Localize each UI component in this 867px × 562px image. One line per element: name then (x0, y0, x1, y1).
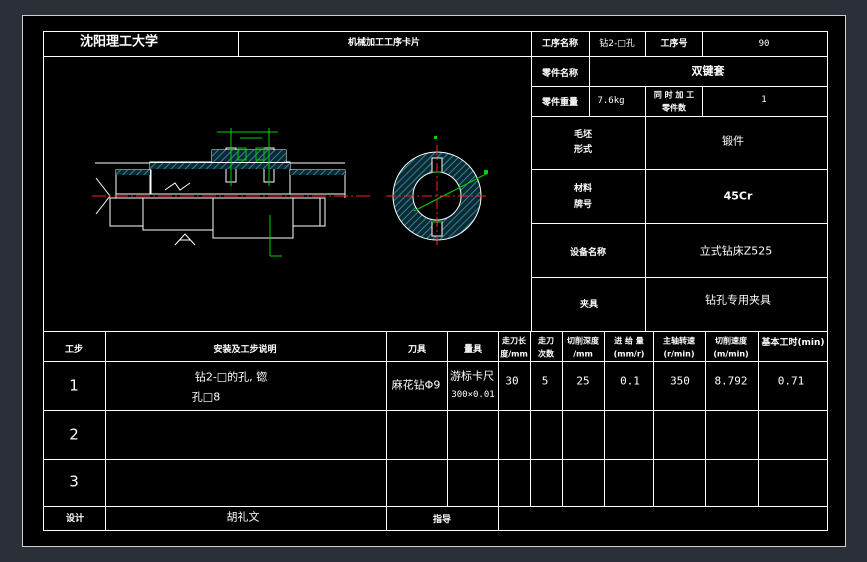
header-desc: 安装及工步说明 (213, 344, 277, 355)
header-passes-1: 走刀 (538, 336, 554, 346)
row-1-step: 1 (69, 376, 79, 395)
row-1-speed: 350 (670, 374, 690, 388)
university-name: 沈阳理工大学 (79, 34, 159, 50)
row-2-step: 2 (69, 425, 79, 444)
simul-label-1: 同 时 加 工 (653, 90, 695, 100)
header-gauge: 量具 (463, 344, 483, 355)
blank-label-2: 形式 (573, 144, 593, 155)
row-1-gauge-2: 300×0.01 (451, 389, 495, 400)
header-vel-2: (m/min) (713, 349, 749, 359)
header-feed-len-2: 度/mm (500, 349, 528, 359)
equipment-value: 立式钻床Z525 (699, 244, 773, 258)
part-weight-label: 零件重量 (541, 97, 579, 108)
row-1-gauge-1: 游标卡尺 (450, 369, 494, 383)
process-no-label: 工序号 (660, 38, 688, 49)
fixture-value: 钻孔专用夹具 (705, 293, 771, 307)
header-speed-2: (r/min) (663, 349, 695, 359)
material-label-1: 材料 (573, 183, 593, 194)
design-value: 胡礼文 (226, 510, 260, 524)
row-1-vel: 8.792 (714, 374, 748, 388)
header-feed-1: 进 给 量 (614, 336, 644, 346)
row-1-tool: 麻花钻Φ9 (391, 378, 441, 392)
row-1-feed-len: 30 (505, 374, 519, 388)
row-1-desc-1: 钻2-□的孔, 锪 (194, 370, 268, 384)
row-1-passes: 5 (541, 374, 549, 388)
simul-value: 1 (761, 94, 767, 105)
header-time: 基本工时(min) (761, 337, 825, 348)
part-name-value: 双键套 (691, 64, 725, 78)
row-1-desc-2: 孔□8 (191, 390, 221, 404)
material-label-2: 牌号 (573, 199, 593, 210)
header-depth-1: 切削深度 (567, 336, 599, 346)
fixture-label: 夹具 (579, 299, 599, 310)
part-weight-value: 7.6kg (597, 95, 625, 106)
row-1-feed: 0.1 (620, 374, 640, 388)
drawing-sheet (22, 15, 846, 547)
row-1-time: 0.71 (777, 374, 805, 388)
process-no-value: 90 (758, 38, 770, 49)
part-name-label: 零件名称 (541, 68, 579, 79)
simul-label-2: 零件数 (662, 103, 686, 113)
design-label: 设计 (65, 513, 85, 524)
equipment-label: 设备名称 (569, 247, 607, 258)
row-1-depth: 25 (576, 374, 590, 388)
row-3-step: 3 (69, 472, 79, 491)
header-speed-1: 主轴转速 (663, 336, 695, 346)
process-name-value: 钻2-□孔 (599, 38, 635, 49)
material-value: 45Cr (723, 189, 753, 203)
header-tool: 刀具 (407, 344, 427, 355)
header-depth-2: /mm (573, 349, 593, 359)
process-name-label: 工序名称 (541, 38, 579, 49)
blank-value: 锻件 (722, 134, 744, 148)
header-feed-2: (mm/r) (613, 349, 645, 359)
card-title: 机械加工工序卡片 (347, 37, 421, 48)
end-view (386, 136, 489, 247)
header-step: 工步 (64, 344, 84, 355)
header-feed-len-1: 走刀长 (502, 336, 526, 346)
guide-label: 指导 (432, 514, 452, 525)
header-vel-1: 切削速度 (715, 336, 747, 346)
header-passes-2: 次数 (538, 349, 554, 359)
table-grid (43, 31, 828, 531)
blank-label-1: 毛坯 (573, 129, 593, 140)
part-green-dimensions (217, 128, 282, 257)
